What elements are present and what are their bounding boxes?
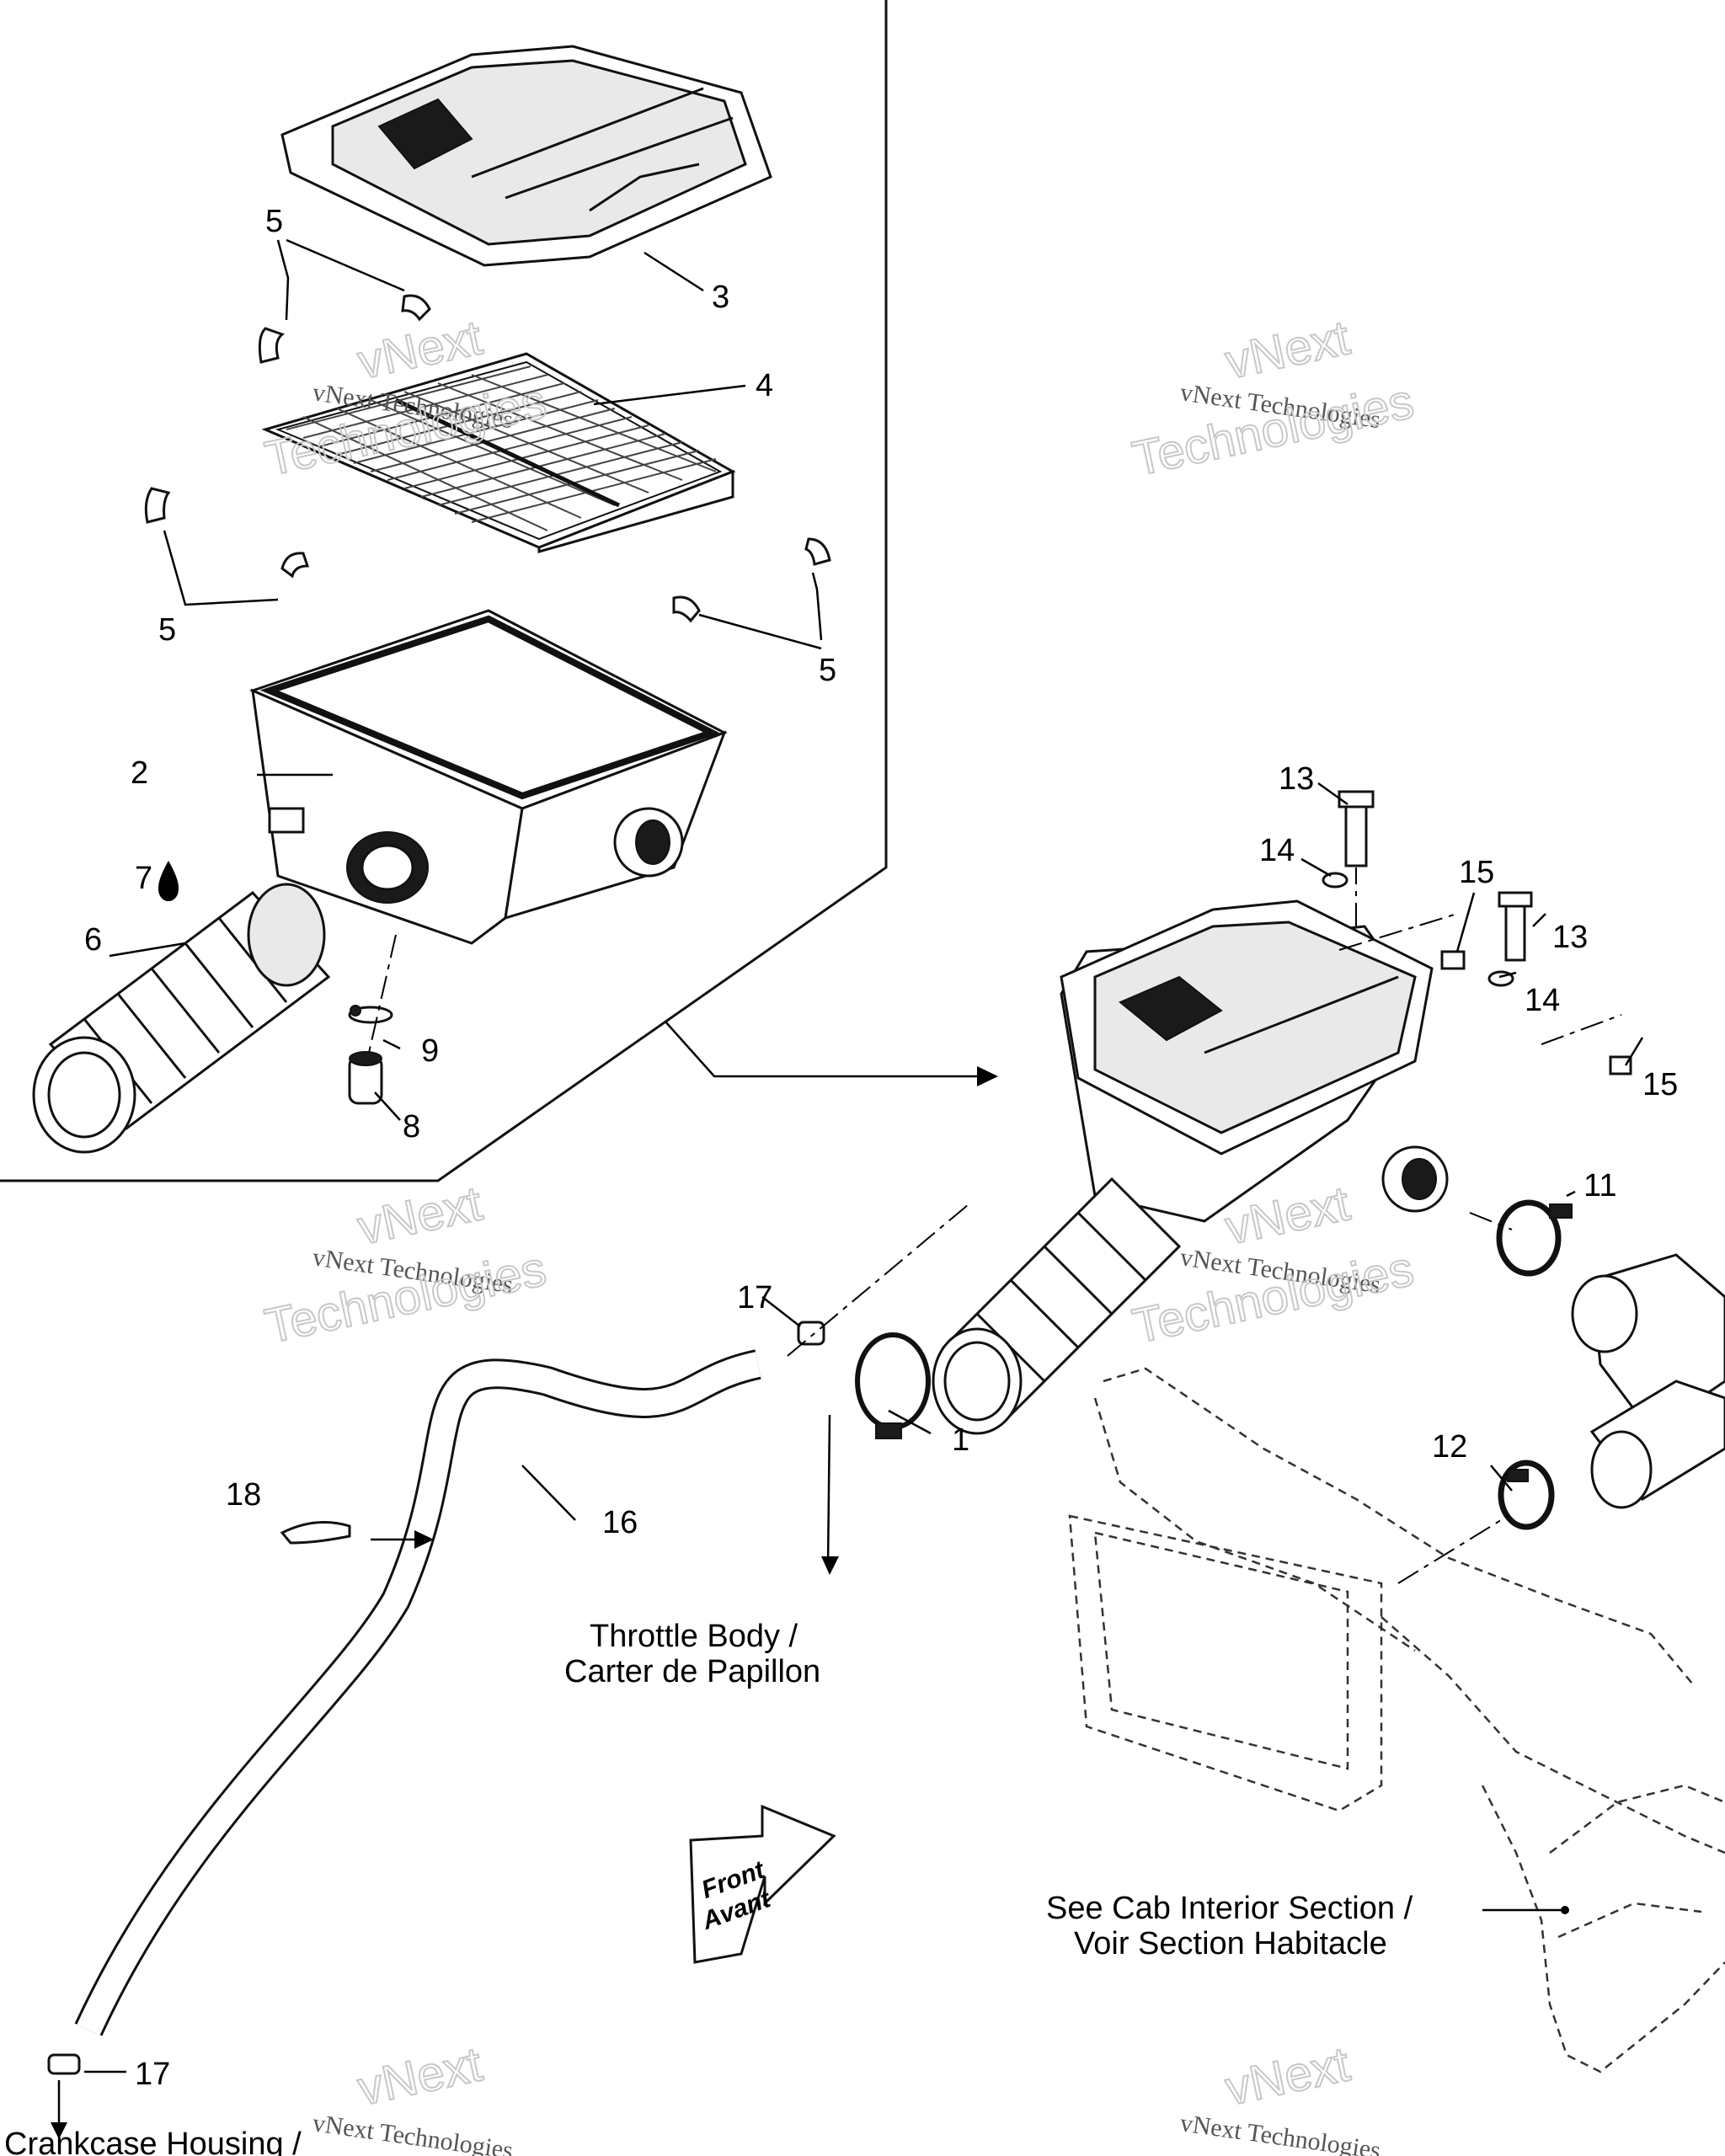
callout-17-bottom: 17: [135, 2057, 170, 2092]
drain-clamp: [348, 1005, 393, 1024]
hose-clamp-17-top: [797, 1321, 825, 1346]
callout-1: 1: [952, 1422, 969, 1458]
drain-valve: [348, 1051, 383, 1105]
clamp-1: [855, 1332, 931, 1439]
callout-13-top: 13: [1279, 761, 1314, 797]
throttle-arrowhead: [821, 1556, 839, 1575]
callout-17-top: 17: [737, 1280, 772, 1315]
watermark-3: vNext Technologies vNext Technologies: [259, 1175, 552, 1354]
exploded-view-frame: [0, 0, 888, 1182]
clamp-12: [1498, 1460, 1555, 1530]
svg-text:vNext Technologies: vNext Technologies: [1178, 2109, 1382, 2156]
callout-8: 8: [403, 1109, 420, 1145]
airbox-assembly: [1060, 899, 1449, 1223]
nut-15-b: [1609, 1055, 1632, 1075]
breather-hose: [74, 1349, 761, 2036]
front-direction-arrow: Front Avant: [689, 1804, 836, 1964]
cable-tie-18: [280, 1521, 351, 1545]
callout-12: 12: [1432, 1429, 1467, 1465]
clamp-11: [1496, 1199, 1573, 1277]
callout-5-left: 5: [158, 612, 176, 648]
watermark-6: vNext Technologies vNext: [1178, 2036, 1382, 2156]
bolt-13-b: [1498, 891, 1533, 962]
callout-15-top: 15: [1459, 855, 1494, 890]
callout-16: 16: [602, 1505, 638, 1540]
callout-15-right: 15: [1642, 1067, 1678, 1102]
callout-9: 9: [421, 1033, 439, 1069]
callout-6: 6: [84, 922, 102, 958]
callout-5-right: 5: [819, 653, 836, 688]
cab-interior-note-line1: See Cab Interior Section /: [1046, 1891, 1413, 1926]
assembly-arrowhead: [977, 1066, 998, 1086]
callout-2: 2: [131, 755, 148, 791]
svg-text:vNext: vNext: [353, 2036, 487, 2116]
callout-14-right: 14: [1525, 983, 1560, 1018]
svg-text:vNext: vNext: [1220, 310, 1354, 389]
callout-3: 3: [712, 280, 729, 315]
intake-duct: [1571, 1253, 1725, 1509]
watermark-2: vNext Technologies vNext Technologies: [1127, 309, 1419, 487]
callout-18: 18: [226, 1477, 261, 1513]
intake-boot-left: [32, 883, 331, 1154]
watermark-5: vNext Technologies vNext: [311, 2036, 515, 2156]
airbox-base: [248, 609, 728, 945]
svg-text:vNext: vNext: [353, 1176, 487, 1255]
crankcase-note: Crankcase Housing /: [4, 2127, 302, 2156]
callout-11: 11: [1583, 1168, 1616, 1203]
intake-boot-right: [932, 1177, 1182, 1435]
bolt-13-a: [1338, 790, 1375, 867]
cab-interior-reference: [1068, 1367, 1725, 2073]
callout-5-top: 5: [265, 204, 283, 239]
air-filter: [261, 352, 736, 553]
assembly-arrow: [665, 1021, 985, 1078]
svg-text:vNext: vNext: [1220, 2036, 1354, 2116]
oil-drop-icon: [158, 861, 179, 901]
nut-15-a: [1440, 950, 1466, 970]
cable-tie-arrowhead: [414, 1530, 434, 1549]
washer-14-a: [1322, 872, 1348, 889]
svg-text:vNext Technologies: vNext Technologies: [311, 2109, 515, 2156]
callout-13-right: 13: [1552, 920, 1588, 955]
callout-4: 4: [756, 368, 773, 403]
callout-7: 7: [135, 861, 152, 896]
filter-clips: [144, 294, 831, 623]
crankcase-arrowhead: [51, 2122, 67, 2139]
throttle-body-note-line2: Carter de Papillon: [564, 1654, 820, 1689]
cab-leader-dot: [1561, 1906, 1569, 1914]
cab-interior-note-line2: Voir Section Habitacle: [1074, 1926, 1387, 1961]
callout-14-top: 14: [1259, 833, 1295, 868]
airbox-cover: [280, 45, 772, 267]
throttle-body-note-line1: Throttle Body /: [590, 1619, 798, 1654]
hose-clamp-17-bottom: [47, 2053, 81, 2075]
